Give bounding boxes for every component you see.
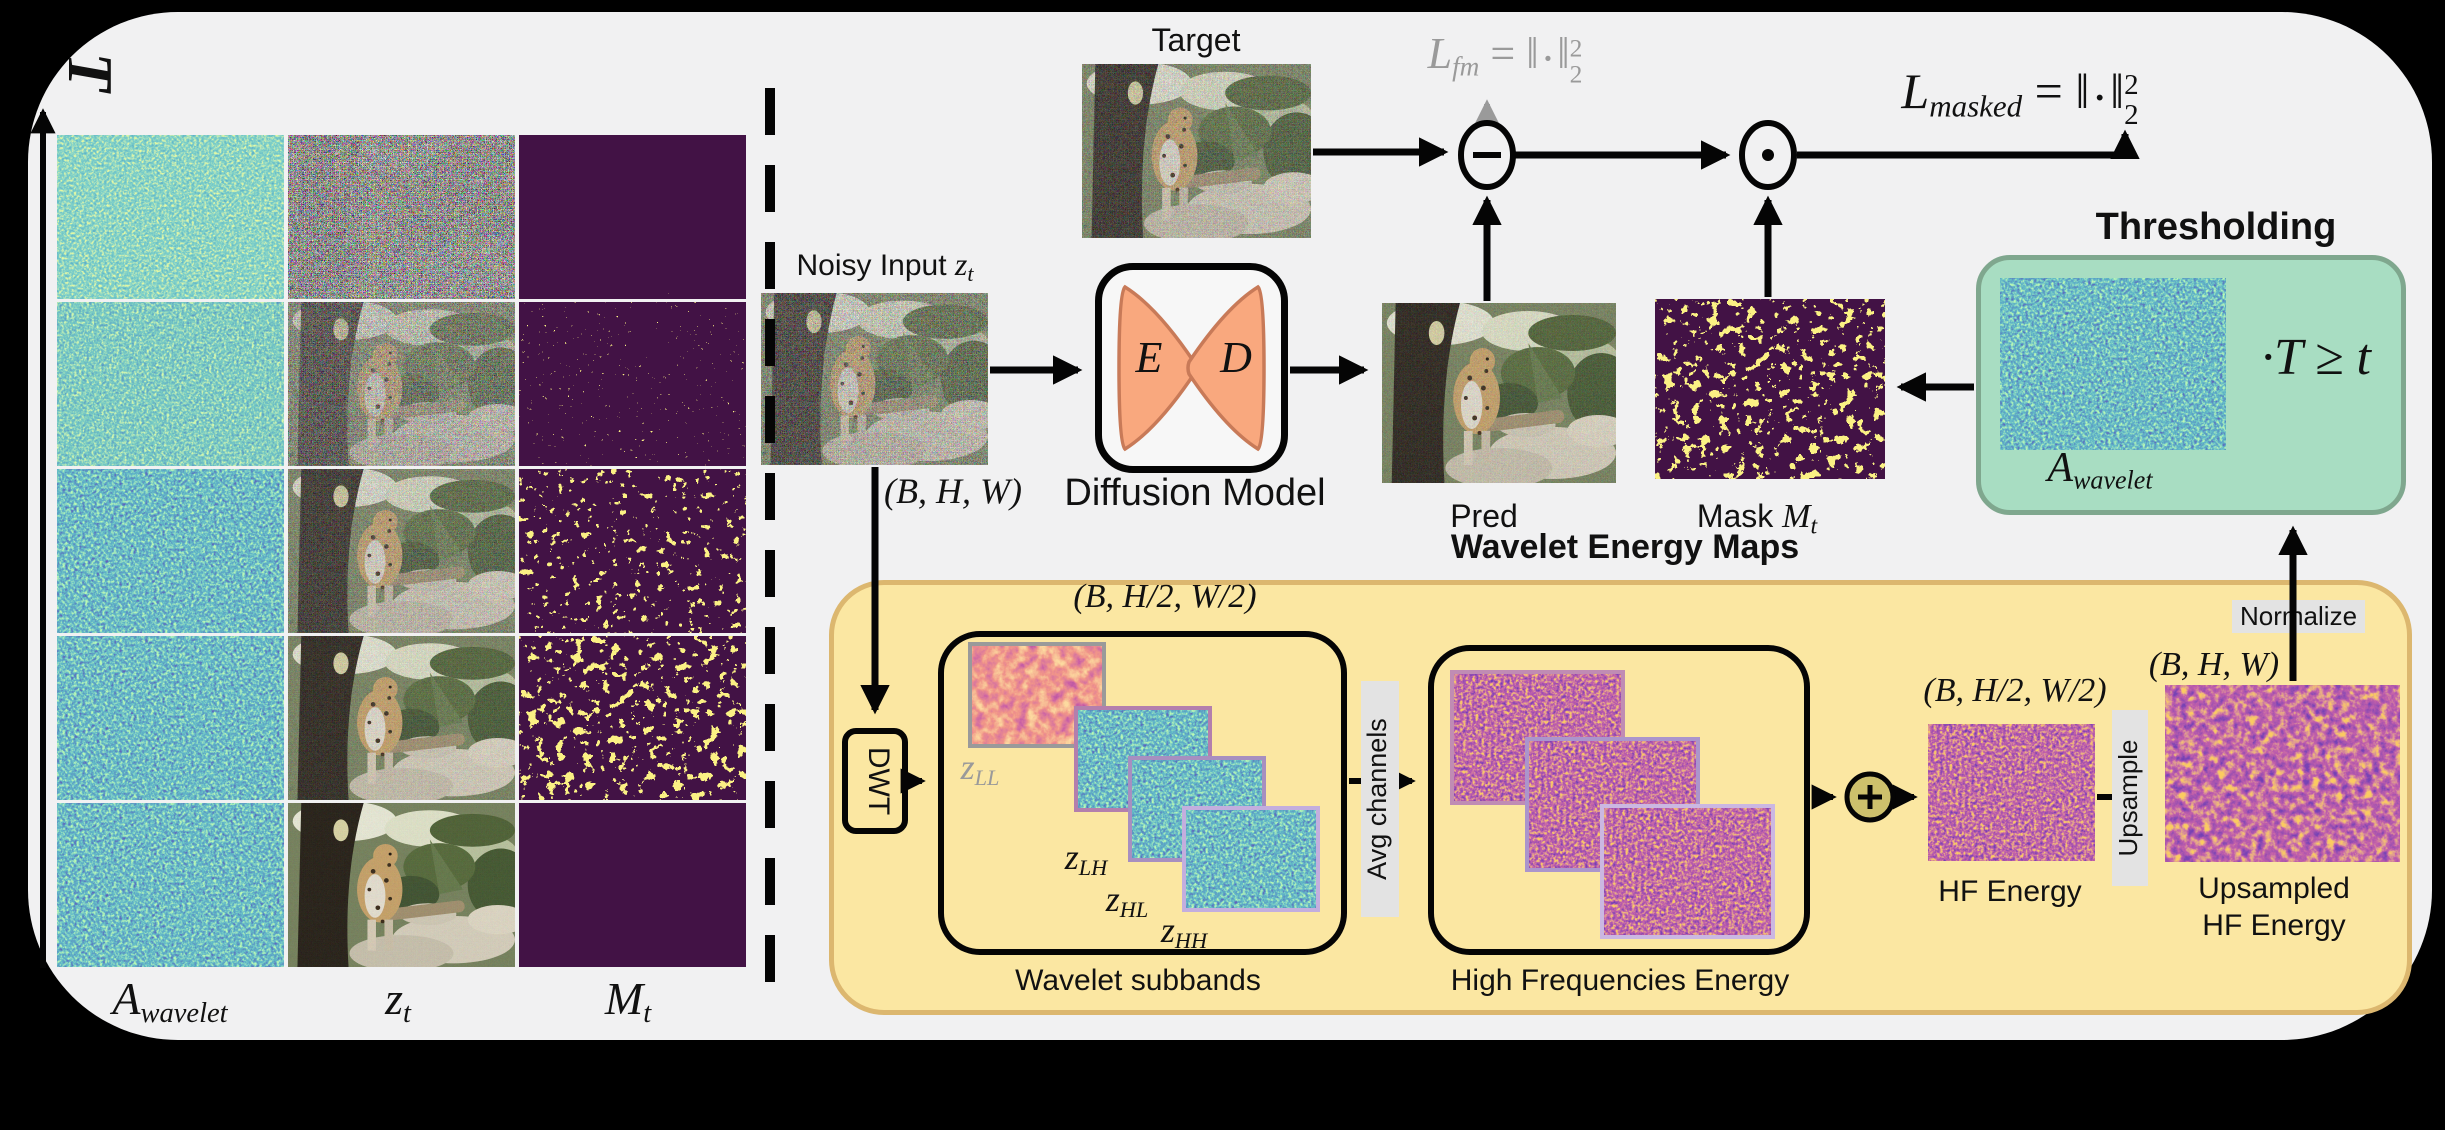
normalize-label: Normalize — [2232, 600, 2366, 633]
encoder-label: E — [1135, 333, 1163, 382]
thresholding-title: Thresholding — [2095, 206, 2337, 248]
subband-zhl-label: zHL — [1105, 879, 1149, 923]
awavelet-map-row5 — [57, 803, 284, 967]
dwt-label: DWT — [862, 746, 895, 816]
autoencoder-glyph — [1117, 284, 1266, 452]
upsampled-hf-energy-image — [2165, 685, 2400, 862]
mask-row2 — [519, 302, 746, 466]
minus-operator-icon — [1458, 120, 1516, 190]
arrow-odot-to-loss — [1797, 129, 2140, 159]
mask-mt-label: Mask Mt — [1696, 498, 1818, 540]
decoder-label: D — [1220, 333, 1252, 382]
target-label: Target — [1151, 22, 1241, 58]
high-frequencies-box — [1428, 645, 1810, 955]
pred-image — [1382, 303, 1616, 483]
subband-dims-label: (B, H/2, W/2) — [1073, 578, 1257, 615]
hf-energy-label: HF Energy — [1938, 875, 2082, 908]
upsample-label: Upsample — [2112, 710, 2148, 886]
upsampled-hf-energy-label: Upsampled HF Energy — [2198, 872, 2350, 942]
decoder-triangle-icon — [1186, 284, 1266, 452]
mask-row1 — [519, 135, 746, 299]
avg-channels-label: Avg channels — [1361, 681, 1399, 917]
input-dims-label: (B, H, W) — [884, 471, 1022, 511]
zt-image-row1 — [288, 135, 515, 299]
wavelet-subbands-box — [938, 631, 1347, 955]
zt-image-row4 — [288, 636, 515, 800]
mask-row5 — [519, 803, 746, 967]
hf-energy-stack-image-3 — [1600, 804, 1775, 939]
noisy-input-label: Noisy Input zt — [796, 246, 974, 287]
thresholding-awavelet-label: Awavelet — [2047, 445, 2153, 495]
awavelet-map-row4 — [57, 636, 284, 800]
grid-col-label-awavelet: Awavelet — [112, 973, 228, 1029]
time-axis-label: T — [55, 52, 126, 92]
subband-zhh-image — [1182, 806, 1320, 912]
hf-energy-image — [1928, 724, 2095, 861]
hf-energy-dims-label: (B, H/2, W/2) — [1923, 672, 2107, 709]
subband-zll-label: zLL — [960, 747, 1000, 791]
encoder-triangle-icon — [1117, 284, 1197, 452]
wavelet-energy-maps-title: Wavelet Energy Maps — [1450, 528, 1800, 566]
mask-row3 — [519, 469, 746, 633]
upsampled-dims-label: (B, H, W) — [2148, 646, 2280, 683]
zt-image-row5 — [288, 803, 515, 967]
high-frequencies-energy-label: High Frequencies Energy — [1450, 964, 1790, 997]
awavelet-map-row3 — [57, 469, 284, 633]
subband-zhh-label: zHH — [1160, 910, 1208, 954]
noisy-input-image — [761, 293, 988, 465]
thresholding-awavelet-image — [2000, 278, 2226, 450]
awavelet-map-row2 — [57, 302, 284, 466]
subband-zlh-label: zLH — [1064, 837, 1108, 881]
odot-operator-icon — [1739, 120, 1797, 190]
zt-image-row3 — [288, 469, 515, 633]
wavelet-subbands-label: Wavelet subbands — [1015, 964, 1261, 997]
pred-label: Pred — [1450, 498, 1518, 534]
target-image — [1082, 64, 1311, 238]
grid-col-label-zt: zt — [385, 973, 411, 1029]
mask-row4 — [519, 636, 746, 800]
zt-image-row2 — [288, 302, 515, 466]
sum-operator-icon — [1844, 771, 1896, 823]
diffusion-model-label: Diffusion Model — [1064, 472, 1326, 514]
thresholding-expression: ·T ≥ t — [2261, 329, 2371, 386]
mask-mt-image — [1655, 299, 1885, 479]
awavelet-map-row1 — [57, 135, 284, 299]
grid-col-label-mt: Mt — [604, 973, 652, 1029]
